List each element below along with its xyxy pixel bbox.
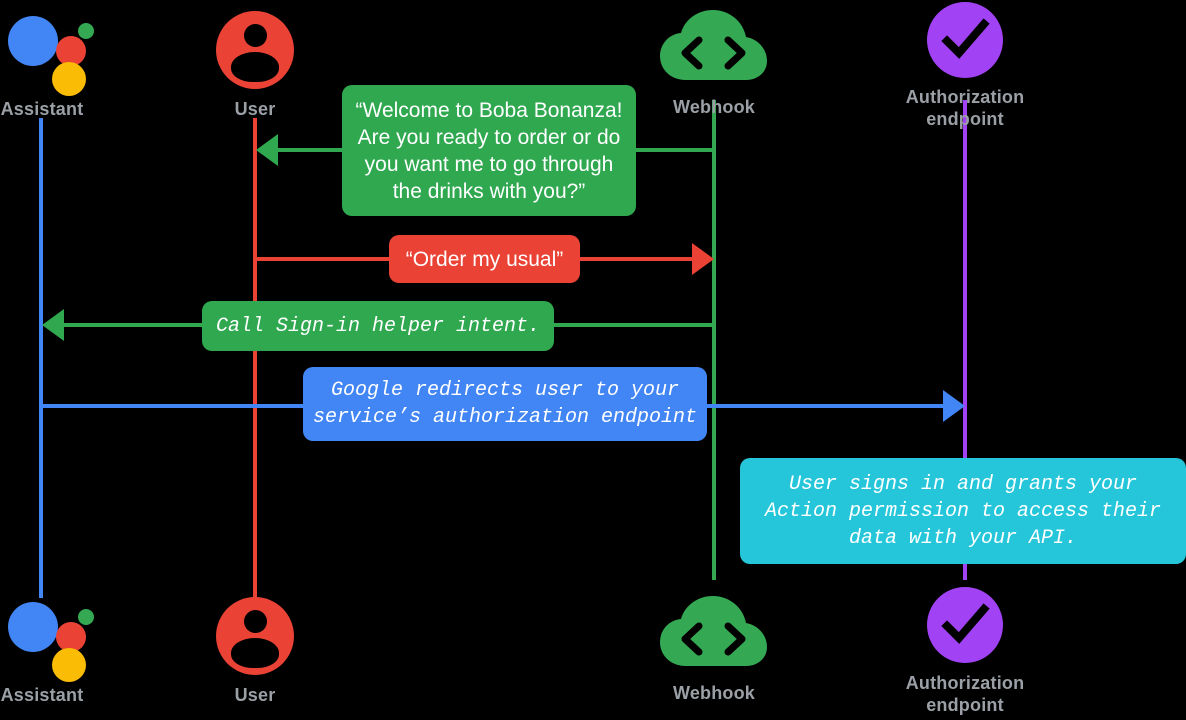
message-bubble-order-my-usual: “Order my usual” xyxy=(389,235,580,283)
actor-label-assistant-bottom: Assistant xyxy=(0,685,84,705)
message-text-user-grants-permission: User signs in and grants your Action per… xyxy=(764,472,1162,550)
user-avatar-icon-bottom xyxy=(216,597,294,675)
message-bubble-google-redirect: Google redirects user to your service’s … xyxy=(303,367,707,441)
user-avatar-body xyxy=(231,638,279,668)
actor-label-user-top: User xyxy=(234,99,276,119)
lifeline-auth xyxy=(963,100,967,580)
purple-check-circle-icon-bottom xyxy=(927,587,1003,663)
cloud-code-icon xyxy=(659,8,769,88)
user-avatar-body xyxy=(231,52,279,82)
assistant-dot-yellow-icon xyxy=(52,648,86,682)
assistant-dot-blue-icon xyxy=(8,602,58,652)
assistant-dot-red-icon xyxy=(56,622,86,652)
message-bubble-call-signin-helper: Call Sign-in helper intent. xyxy=(202,301,554,351)
lifeline-user xyxy=(253,118,257,598)
actor-label-webhook-bottom: Webhook xyxy=(672,683,756,703)
assistant-dot-green-icon xyxy=(78,609,94,625)
actor-label-auth-top: Authorization endpoint xyxy=(905,87,1025,129)
actor-label-user-bottom: User xyxy=(234,685,276,705)
user-avatar-head xyxy=(243,24,267,47)
arrowhead-google-redirect-right xyxy=(943,390,965,422)
message-text-google-redirect: Google redirects user to your service’s … xyxy=(312,379,698,429)
message-bubble-welcome: “Welcome to Boba Bonanza! Are you ready … xyxy=(342,85,636,216)
arrowhead-welcome-left xyxy=(256,134,278,166)
assistant-dot-red-icon xyxy=(56,36,86,66)
actor-label-webhook-top: Webhook xyxy=(672,97,756,117)
user-avatar-head xyxy=(243,610,267,633)
message-text-call-signin-helper: Call Sign-in helper intent. xyxy=(215,314,541,338)
lifeline-assistant xyxy=(39,118,43,598)
assistant-dot-yellow-icon xyxy=(52,62,86,96)
message-text-welcome: “Welcome to Boba Bonanza! Are you ready … xyxy=(355,98,623,203)
google-assistant-logo-icon xyxy=(8,10,96,98)
actor-label-auth-bottom: Authorization endpoint xyxy=(905,673,1025,715)
purple-check-circle-icon xyxy=(927,2,1003,78)
actor-label-assistant-top: Assistant xyxy=(0,99,84,119)
arrowhead-call-signin-helper-left xyxy=(42,309,64,341)
message-text-order-my-usual: “Order my usual” xyxy=(405,247,564,271)
assistant-dot-blue-icon xyxy=(8,16,58,66)
lifeline-webhook xyxy=(712,100,716,580)
message-bubble-user-grants-permission: User signs in and grants your Action per… xyxy=(740,458,1186,564)
cloud-code-icon-bottom xyxy=(659,594,769,674)
google-assistant-logo-icon-bottom xyxy=(8,596,96,684)
arrowhead-order-my-usual-right xyxy=(692,243,714,275)
user-avatar-icon xyxy=(216,11,294,89)
assistant-dot-green-icon xyxy=(78,23,94,39)
